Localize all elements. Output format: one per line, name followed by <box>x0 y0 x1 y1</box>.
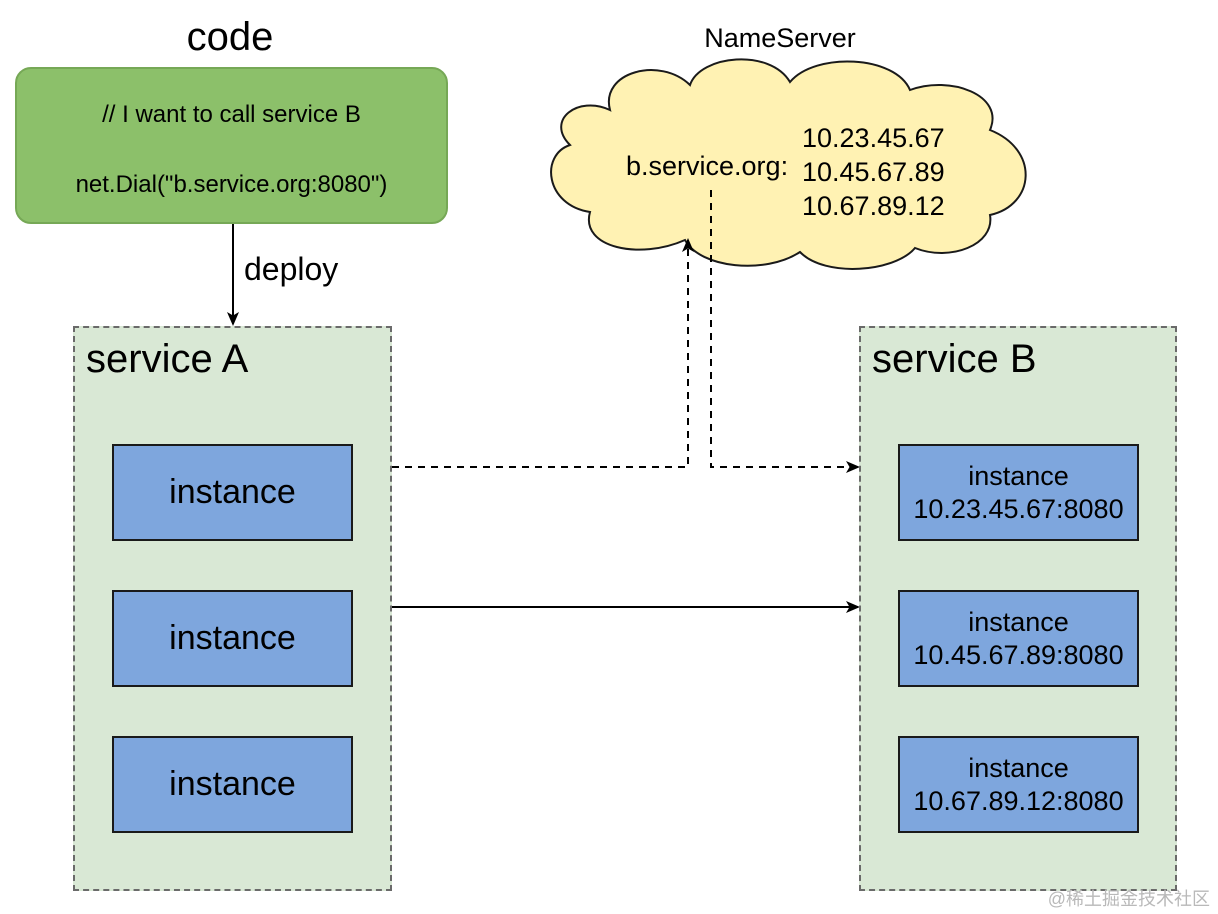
instance-address: 10.67.89.12:8080 <box>913 785 1124 816</box>
service-b-instance: instance 10.45.67.89:8080 <box>898 590 1139 687</box>
code-title: code <box>186 15 274 59</box>
resolve-dashed-arrow <box>710 190 860 473</box>
instance-label: instance <box>968 606 1069 637</box>
instance-address: 10.45.67.89:8080 <box>913 639 1124 670</box>
nameserver-cloud <box>550 58 1027 270</box>
service-b-label: service B <box>872 337 1037 381</box>
service-a-label: service A <box>86 337 249 381</box>
nameserver-ip: 10.23.45.67 <box>802 123 945 153</box>
service-b-instance: instance 10.23.45.67:8080 <box>898 444 1139 541</box>
instance-label: instance <box>968 752 1069 783</box>
nameserver-key: b.service.org: <box>626 151 789 181</box>
instance-address: 10.23.45.67:8080 <box>913 493 1124 524</box>
nameserver-ip: 10.67.89.12 <box>802 191 945 221</box>
code-comment: // I want to call service B <box>102 101 361 128</box>
instance-label: instance <box>169 765 296 803</box>
watermark: @稀土掘金技术社区 <box>1047 889 1210 909</box>
nameserver-title: NameServer <box>704 23 856 53</box>
instance-label: instance <box>169 619 296 657</box>
deploy-label: deploy <box>244 251 339 287</box>
code-box: // I want to call service B net.Dial("b.… <box>15 67 448 224</box>
service-a-instance: instance <box>112 444 353 541</box>
code-call: net.Dial("b.service.org:8080") <box>75 171 388 198</box>
instance-label: instance <box>169 473 296 511</box>
service-b-instance: instance 10.67.89.12:8080 <box>898 736 1139 833</box>
service-a-instance: instance <box>112 590 353 687</box>
nameserver-ip: 10.45.67.89 <box>802 157 945 187</box>
lookup-dashed-arrow <box>392 238 694 468</box>
service-a-instance: instance <box>112 736 353 833</box>
instance-label: instance <box>968 460 1069 491</box>
